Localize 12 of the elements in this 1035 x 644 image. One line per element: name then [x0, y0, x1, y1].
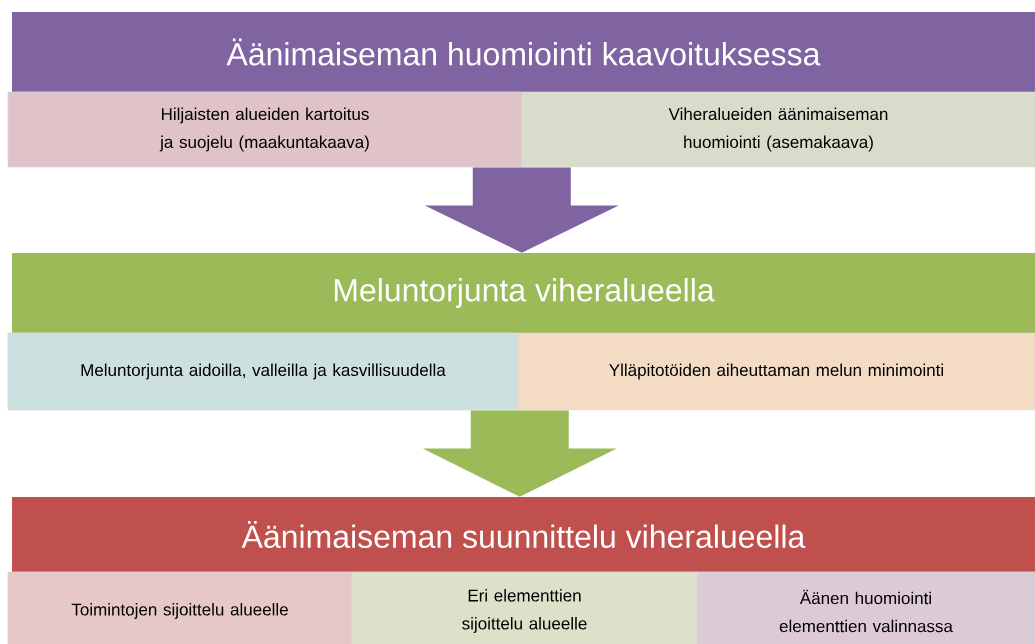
header-band: Äänimaiseman huomiointi kaavoituksessa [12, 12, 1035, 92]
header-band: Äänimaiseman suunnittelu viheralueella [12, 497, 1035, 572]
block-arrow [422, 410, 617, 497]
header-band: Meluntorjunta viheralueella [12, 253, 1035, 333]
sub-box: Eri elementtien sijoittelu alueelle [351, 571, 698, 644]
sub-box: Äänen huomiointi elementtien valinnassa [696, 571, 1035, 644]
sub-box: Viheralueiden äänimaiseman huomiointi (asemakaava) [521, 91, 1035, 168]
block-arrow [424, 167, 619, 253]
sub-box: Ylläpitotöiden aiheuttaman melun minimointi [517, 332, 1035, 411]
sub-box: Hiljaisten alueiden kartoitus ja suojelu (maakuntakaava) [7, 91, 523, 168]
sub-box: Toimintojen sijoittelu alueelle [7, 571, 353, 644]
sub-box: Meluntorjunta aidoilla, valleilla ja kasvillisuudella [7, 332, 519, 411]
